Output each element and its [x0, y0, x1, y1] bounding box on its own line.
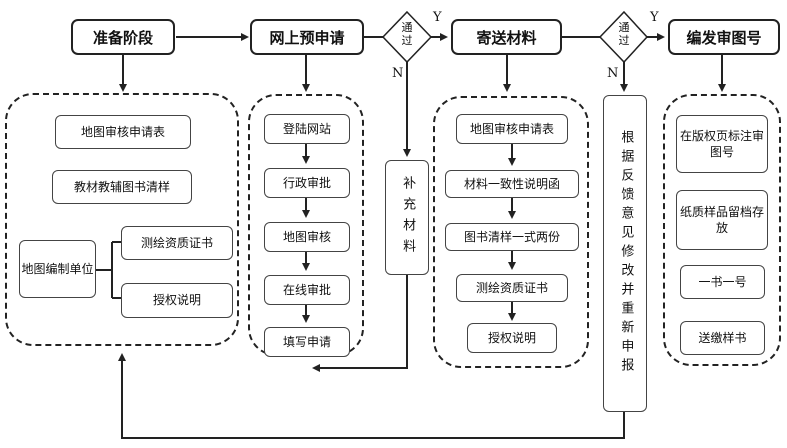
send-step-book-proof: 图书清样一式两份: [445, 223, 579, 251]
stage-issue-number: 编发审图号: [668, 19, 780, 55]
prepare-unit-survey-certificate: 测绘资质证书: [121, 226, 233, 260]
arrow-feedback-return: [118, 353, 625, 439]
send-steps-group: [433, 96, 589, 368]
online-step-online-approval: 在线审批: [264, 275, 350, 305]
online-step-fill-application: 填写申请: [264, 327, 350, 357]
decision2-no-label: N: [607, 66, 619, 81]
issue-step-submit-sample-books: 送缴样书: [680, 321, 765, 355]
issue-step-mark-copyright-page: 在版权页标注审图号: [676, 115, 768, 173]
decision1-no-label: N: [392, 66, 404, 81]
stage-online-apply: 网上预申请: [250, 19, 364, 55]
send-step-survey-certificate: 测绘资质证书: [456, 274, 568, 302]
decision2-yes-label: Y: [650, 10, 659, 25]
prepare-item-application-form: 地图审核申请表: [55, 115, 191, 149]
online-step-admin-approval: 行政审批: [264, 168, 350, 198]
online-step-login: 登陆网站: [264, 114, 350, 144]
decision2-label: 通过: [618, 21, 630, 47]
decision1-label: 通过: [401, 21, 413, 47]
online-step-map-review: 地图审核: [264, 222, 350, 252]
stage-send-materials: 寄送材料: [451, 19, 562, 55]
decision-diamond-2: [598, 10, 649, 64]
issue-step-archive-sample: 纸质样品留档存放: [676, 190, 768, 250]
send-step-authorization: 授权说明: [467, 323, 557, 353]
issue-steps-group: [663, 94, 781, 366]
arrow-supplement-return: [312, 275, 408, 372]
prepare-unit-authorization: 授权说明: [121, 283, 233, 318]
prepare-unit: 地图编制单位: [19, 240, 96, 298]
prepare-item-textbook-proof: 教材教辅图书清样: [52, 170, 192, 204]
stage-prepare: 准备阶段: [71, 19, 175, 55]
prepare-group: [5, 93, 239, 346]
send-step-application-form: 地图审核申请表: [456, 114, 568, 144]
supplement-materials: 补充材料: [385, 160, 429, 275]
feedback-revise-resubmit: 根据反馈意见修改并重新申报: [603, 95, 647, 412]
issue-step-one-book-one-number: 一书一号: [680, 265, 765, 299]
send-step-consistency-letter: 材料一致性说明函: [445, 170, 579, 198]
decision-diamond-1: [381, 10, 433, 64]
decision1-yes-label: Y: [433, 10, 442, 25]
